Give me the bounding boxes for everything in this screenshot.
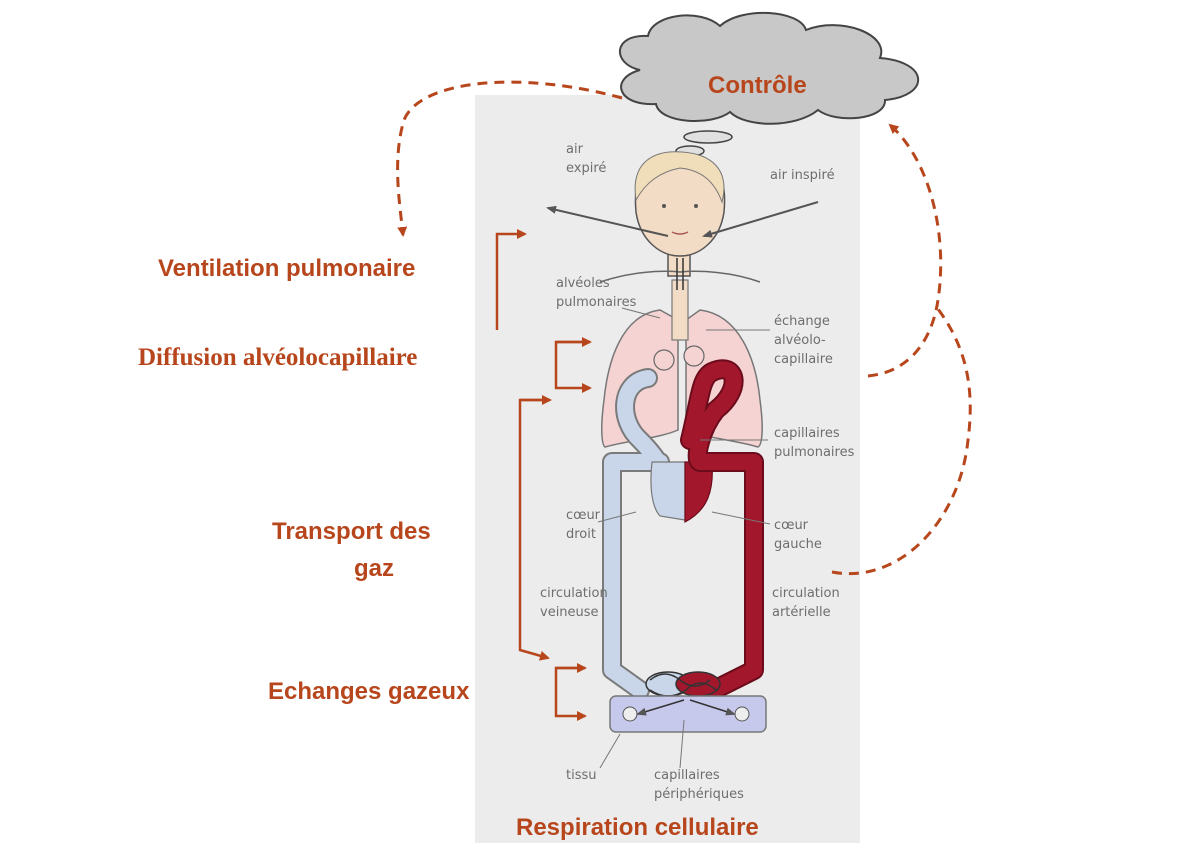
tissue-block <box>610 696 766 732</box>
transport-label-line2: gaz <box>354 555 394 583</box>
control-arrow-upper <box>868 125 941 376</box>
transport-label-line1: Transport des <box>272 518 431 546</box>
air-inspire-label: air inspiré <box>770 166 835 185</box>
control-label: Contrôle <box>708 72 807 100</box>
tissu-label: tissu <box>566 766 597 785</box>
peripheral-capillaries <box>646 672 720 696</box>
ventilation-label: Ventilation pulmonaire <box>158 255 415 283</box>
diffusion-label: Diffusion alvéolocapillaire <box>134 342 421 374</box>
echanges-label: Echanges gazeux <box>268 678 469 706</box>
respiration-label: Respiration cellulaire <box>516 814 759 842</box>
